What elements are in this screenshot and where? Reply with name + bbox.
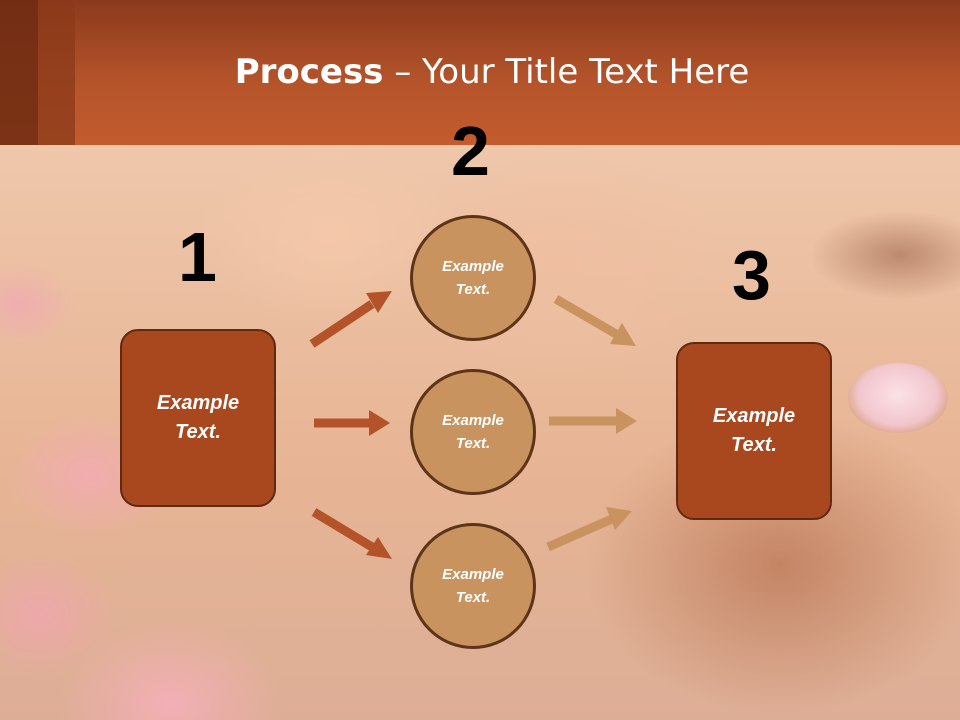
right-box-text: Example Text. <box>713 402 795 460</box>
circle-bottom-text: Example Text. <box>442 563 504 609</box>
circle-top-line2: Text. <box>455 281 491 298</box>
arrow-left-to-top <box>309 291 392 348</box>
arrow-top-to-right <box>553 295 636 346</box>
circle-middle-text: Example Text. <box>442 409 504 455</box>
circle-bottom: Example Text. <box>410 523 536 649</box>
left-box-line1: Example <box>156 392 240 414</box>
left-box: Example Text. <box>120 329 276 507</box>
arrow-mid-to-right <box>549 408 637 434</box>
circle-bottom-line2: Text. <box>455 589 491 606</box>
step-number-1: 1 <box>178 218 217 296</box>
circle-bottom-line1: Example <box>442 566 504 583</box>
header-band <box>0 0 960 145</box>
right-box-line2: Text. <box>731 434 777 456</box>
arrow-left-to-bot <box>311 508 392 559</box>
slide-title: Process – Your Title Text Here <box>0 52 960 92</box>
circle-middle-line2: Text. <box>455 435 491 452</box>
left-box-line2: Text. <box>175 421 221 443</box>
header-stripe <box>38 0 75 145</box>
step-number-3: 3 <box>732 236 771 314</box>
left-box-text: Example Text. <box>157 389 239 447</box>
arrow-left-to-mid <box>314 410 390 436</box>
step-number-2: 2 <box>451 112 490 190</box>
candle-decoration <box>848 363 948 433</box>
title-rest: – Your Title Text Here <box>383 52 750 92</box>
arrow-bot-to-right <box>546 507 632 552</box>
circle-top-line1: Example <box>442 258 504 275</box>
circle-top: Example Text. <box>410 215 536 341</box>
circle-middle-line1: Example <box>442 412 504 429</box>
circle-middle: Example Text. <box>410 369 536 495</box>
circle-top-text: Example Text. <box>442 255 504 301</box>
right-box-line1: Example <box>712 405 796 427</box>
right-box: Example Text. <box>676 342 832 520</box>
title-bold: Process <box>234 52 384 92</box>
header-stripe <box>0 0 38 145</box>
